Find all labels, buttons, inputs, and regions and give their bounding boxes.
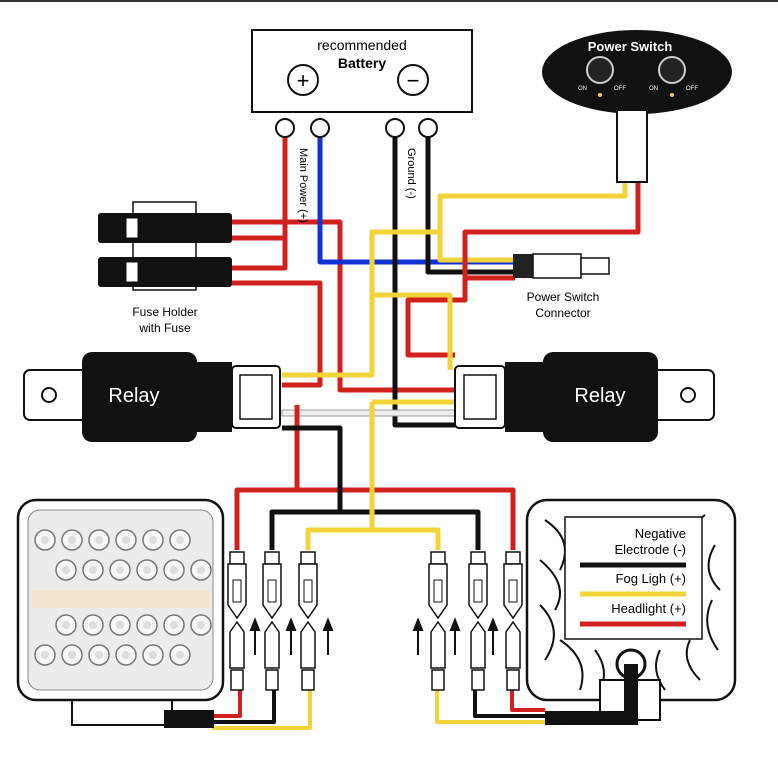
switch-cable-sleeve [616, 109, 648, 183]
battery-minus-terminal [397, 64, 429, 96]
yellow-fog-left [305, 402, 375, 550]
lamp-left-black [212, 690, 276, 724]
right-light-back: Negative Electrode (-) Fog Ligh (+) Head… [525, 498, 737, 725]
battery-title: Battery [338, 55, 386, 71]
hatched-bar [281, 409, 456, 417]
up-arrow [412, 617, 424, 655]
up-arrow [285, 617, 297, 655]
battery: recommended Battery + − [251, 29, 473, 138]
up-arrow [487, 617, 499, 655]
fuse-holders: Fuse Holder with Fuse [98, 201, 232, 335]
relay-right: Relay [454, 352, 715, 442]
left-work-light [16, 498, 225, 728]
spade-connector [298, 551, 318, 691]
connection-arrows [249, 617, 499, 655]
switch-led-right [670, 93, 674, 97]
ground-label: Ground (-) [405, 148, 417, 199]
connector-label-line1: Power Switch [527, 290, 600, 304]
fuse-holder-2 [98, 257, 232, 287]
switch-on-label-2: ON [649, 86, 658, 92]
ring-terminal-1 [275, 118, 295, 138]
spade-connector [503, 551, 523, 691]
relay-left: Relay [23, 352, 281, 442]
red-headlight-left [234, 405, 300, 550]
lamp-left-yellow [212, 690, 312, 730]
spade-connectors [227, 551, 523, 691]
legend-fog: Fog Ligh (+) [616, 571, 686, 586]
spade-connector [468, 551, 488, 691]
spade-connector [262, 551, 282, 691]
yellow-fog-right [372, 527, 441, 550]
battery-minus-sign: − [407, 68, 420, 93]
up-arrow [449, 617, 461, 655]
battery-recommended-label: recommended [317, 37, 407, 53]
power-switch-connector: Power Switch Connector [513, 253, 610, 320]
spade-connector [428, 551, 448, 691]
red-wire-fuse-to-right-relay [230, 219, 455, 393]
amber-strip [32, 590, 210, 608]
power-switch: Power Switch ON OFF ON OFF [542, 30, 732, 183]
legend-negative-line1: Negative [635, 526, 686, 541]
red-wire-fuse-to-left-relay [230, 280, 323, 388]
spade-connector [227, 551, 247, 691]
power-switch-button-right [658, 56, 686, 84]
fuse-holder-label-line2: with Fuse [138, 321, 191, 335]
lamp-left-red [212, 690, 242, 718]
ring-terminals [275, 118, 438, 138]
black-switch-ground-wire [425, 135, 515, 275]
ring-terminal-3 [385, 118, 405, 138]
up-arrow [322, 617, 334, 655]
left-light-plug [164, 710, 214, 728]
red-switch-wire-2 [405, 278, 468, 358]
yellow-switch-wire-1 [437, 182, 628, 263]
power-switch-button-left [586, 56, 614, 84]
fuse-holder-label-line1: Fuse Holder [132, 305, 197, 319]
battery-plus-sign: + [297, 68, 310, 93]
yellow-right-relay [372, 292, 453, 370]
connector-plug-black [513, 254, 533, 278]
legend-headlight: Headlight (+) [611, 601, 686, 616]
switch-off-label-2: OFF [686, 86, 698, 92]
connector-label-line2: Connector [535, 306, 590, 320]
black-ground-wire [392, 135, 455, 428]
ring-terminal-2 [310, 118, 330, 138]
battery-plus-terminal [287, 64, 319, 96]
relay-left-label: Relay [108, 385, 159, 407]
lamp-right-yellow [435, 690, 545, 724]
up-arrow [249, 617, 261, 655]
fuse-holder-1 [98, 213, 232, 243]
switch-on-label-1: ON [578, 86, 587, 92]
switch-off-label-1: OFF [614, 86, 626, 92]
legend-box [564, 516, 703, 640]
relay-right-label: Relay [574, 385, 625, 407]
yellow-switch-wire-2 [282, 229, 440, 378]
power-switch-title: Power Switch [588, 39, 673, 54]
wiring-harness [212, 135, 641, 730]
lamp-right-black [473, 690, 545, 718]
red-headlight-right [297, 487, 516, 550]
right-light-cable [545, 664, 638, 725]
ring-terminal-4 [418, 118, 438, 138]
red-wire-main-2 [230, 238, 288, 271]
lamp-right-red [510, 690, 545, 712]
black-neg-right [340, 509, 481, 550]
led-grid [34, 529, 212, 666]
red-switch-wire-1 [462, 182, 641, 281]
power-switch-body [542, 30, 732, 114]
legend-negative-line2: Electrode (-) [614, 542, 686, 557]
main-power-label: Main Power (+) [297, 148, 309, 223]
heatsink-fins [539, 514, 721, 691]
switch-led-left [598, 93, 602, 97]
